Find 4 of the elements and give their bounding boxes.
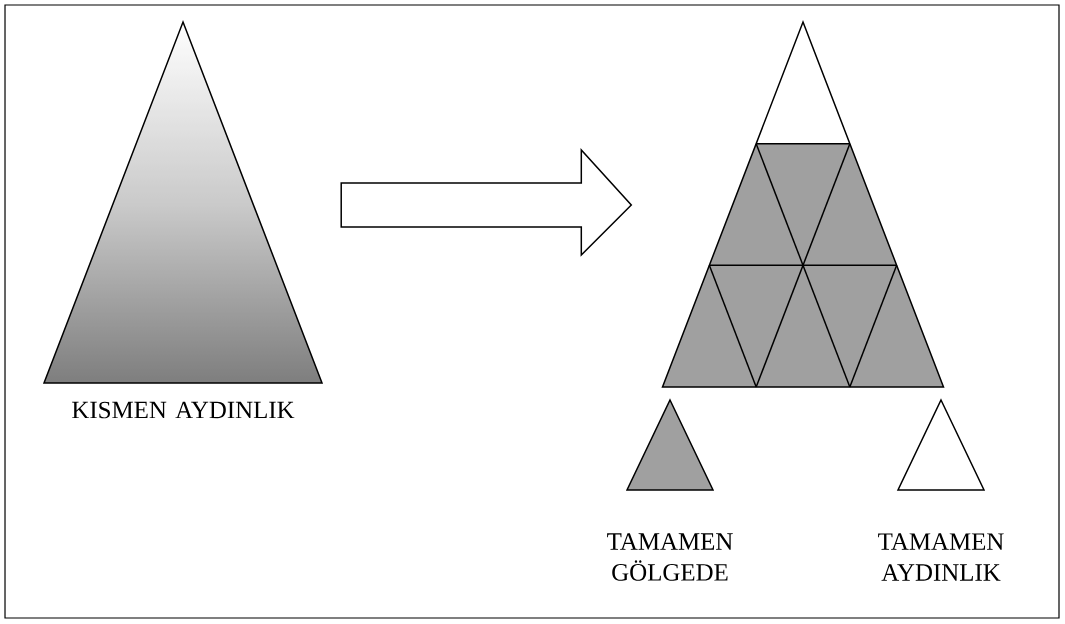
triangle-label: KISMEN AYDINLIK xyxy=(72,401,295,419)
block-arrow xyxy=(340,148,633,257)
triangle-label: TAMAMEN GÖLGEDE xyxy=(607,533,733,581)
triangle-label: TAMAMEN AYDINLIK xyxy=(878,533,1004,581)
